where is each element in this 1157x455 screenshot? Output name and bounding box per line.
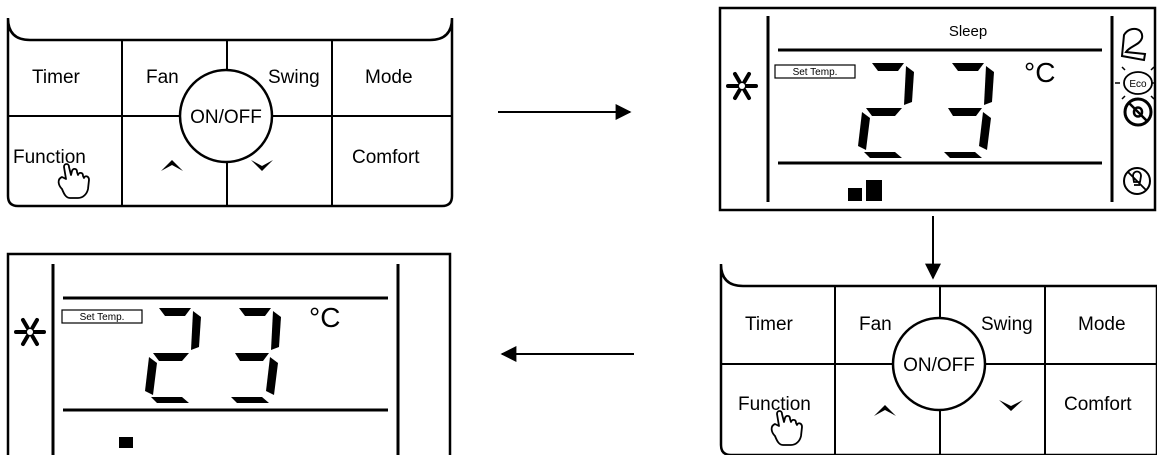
display-top: Sleep Set Temp. °C Eco [718, 6, 1157, 212]
chevron-down-icon[interactable] [251, 160, 273, 171]
pointing-hand-icon [57, 163, 90, 199]
keypad-top: Timer Fan Swing Mode ON/OFF Function Com… [6, 17, 454, 208]
sleep-label: Sleep [949, 23, 987, 40]
comfort-button[interactable]: Comfort [1064, 394, 1132, 415]
comfort-button[interactable]: Comfort [352, 147, 420, 168]
timer-button[interactable]: Timer [745, 314, 794, 335]
digit-3 [944, 63, 994, 158]
temperature-digits [145, 308, 281, 403]
snowflake-icon [726, 72, 758, 100]
fan-level-bar-1 [119, 437, 133, 448]
eco-rays [1115, 66, 1156, 100]
light-off-icon [1123, 167, 1151, 195]
unit-label: °C [309, 302, 340, 333]
sleep-icon [1120, 27, 1147, 62]
chevron-up-icon[interactable] [161, 160, 183, 171]
display-bottom: Set Temp. °C [6, 252, 452, 455]
timer-button[interactable]: Timer [32, 67, 81, 88]
pointing-hand-icon [770, 410, 803, 446]
snowflake-icon [14, 318, 46, 346]
on-off-button[interactable] [178, 68, 274, 164]
swing-button[interactable]: Swing [981, 314, 1033, 335]
temperature-digits [858, 63, 994, 158]
chevron-up-icon[interactable] [874, 405, 896, 416]
digit-3 [231, 308, 281, 403]
on-off-label: ON/OFF [903, 355, 975, 376]
digit-2 [145, 308, 201, 403]
fan-button[interactable]: Fan [859, 314, 892, 335]
fan-level-bar-2 [866, 180, 882, 201]
digit-2 [858, 63, 914, 158]
function-button[interactable]: Function [738, 394, 811, 415]
mode-button[interactable]: Mode [365, 67, 413, 88]
on-off-button[interactable] [891, 316, 987, 412]
fan-level-bar-1 [848, 188, 862, 201]
unit-label: °C [1024, 57, 1055, 88]
chevron-down-icon[interactable] [999, 400, 1023, 411]
eco-label: Eco [1129, 79, 1147, 90]
mode-button[interactable]: Mode [1078, 314, 1126, 335]
mosquito-off-icon [1123, 97, 1153, 127]
fan-button[interactable]: Fan [146, 67, 179, 88]
set-temp-label: Set Temp. [793, 67, 838, 78]
swing-button[interactable]: Swing [268, 67, 320, 88]
keypad-bottom: Timer Fan Swing Mode ON/OFF Function Com… [719, 263, 1157, 455]
on-off-label: ON/OFF [190, 107, 262, 128]
set-temp-label: Set Temp. [80, 312, 125, 323]
function-button[interactable]: Function [13, 147, 86, 168]
